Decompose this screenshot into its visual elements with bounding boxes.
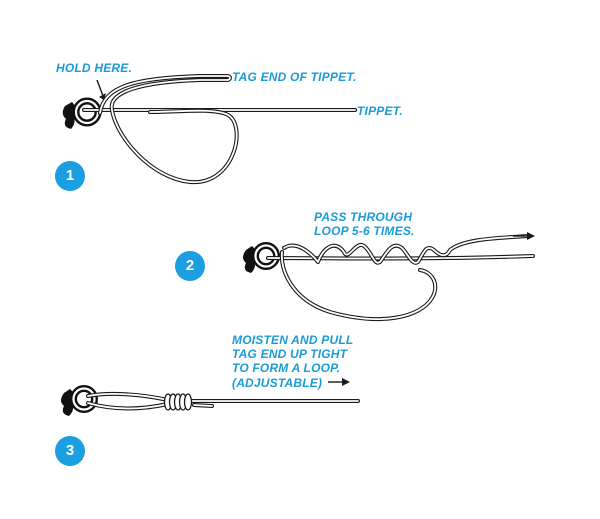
- hook-eye-icon: [61, 385, 98, 416]
- step-2-illustration: [243, 232, 535, 322]
- step-3-badge: 3: [55, 436, 85, 466]
- arrow-icon: [513, 232, 535, 240]
- arrow-icon: [96, 79, 106, 100]
- label-moisten: MOISTEN AND PULL: [232, 333, 354, 347]
- label-tag-end: TAG END OF TIPPET.: [232, 70, 357, 84]
- hook-eye-icon: [62, 97, 102, 129]
- label-form-loop: TO FORM A LOOP.: [232, 361, 341, 375]
- label-tippet: TIPPET.: [357, 104, 403, 118]
- step-3-illustration: [61, 378, 360, 416]
- label-hold-here: HOLD HERE.: [56, 61, 133, 75]
- step-1-badge: 1: [55, 161, 85, 191]
- arrow-icon: [328, 378, 350, 386]
- label-tag-end-up: TAG END UP TIGHT: [232, 347, 348, 361]
- step-1-illustration: [62, 74, 357, 185]
- label-adjustable: (ADJUSTABLE): [232, 376, 323, 390]
- knot-coils: [163, 393, 193, 411]
- label-pass-through: PASS THROUGH: [314, 210, 413, 224]
- label-loop-times: LOOP 5-6 TIMES.: [314, 224, 415, 238]
- hook-eye-icon: [243, 242, 280, 273]
- tag-end-line: [98, 74, 239, 185]
- step-2-badge: 2: [175, 251, 205, 281]
